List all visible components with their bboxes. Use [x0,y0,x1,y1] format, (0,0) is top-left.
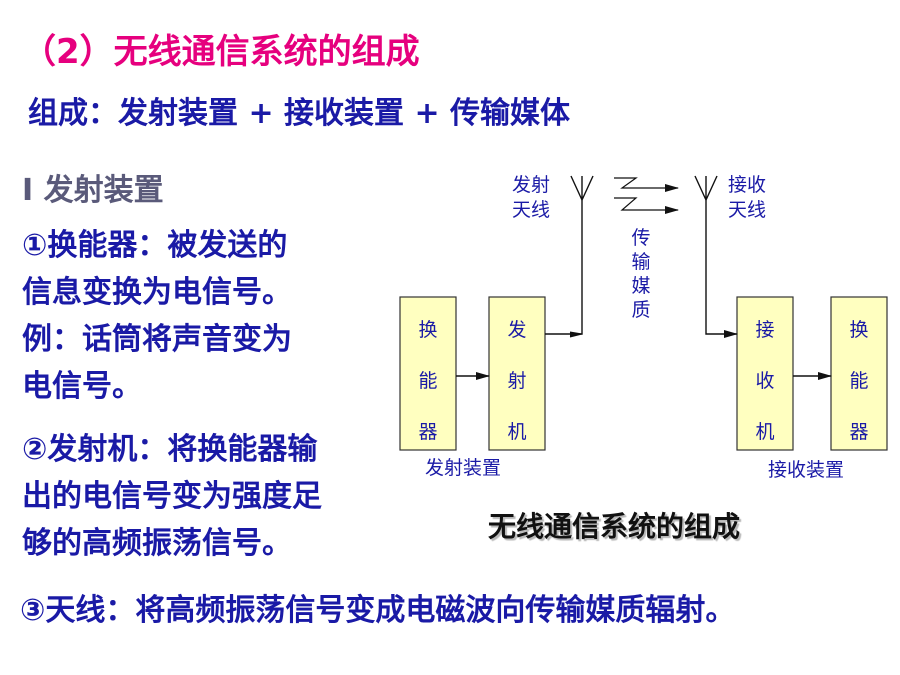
item-line: 电信号。 [22,369,142,404]
slide-title: （2）无线通信系统的组成 [22,32,420,72]
box-label: 接 [755,319,774,341]
medium-label: 传 [631,227,650,249]
box-label: 能 [418,370,437,392]
item-transmitter: ②发射机：将换能器输 出的电信号变为强度足 够的高频振荡信号。 [22,426,322,567]
item-line: ②发射机：将换能器输 [22,432,318,467]
box-label: 能 [849,370,868,392]
item-line: 出的电信号变为强度足 [22,479,322,514]
tx-antenna-label: 天线 [512,199,550,221]
rx-group-label: 接收装置 [768,459,844,481]
box-label: 机 [755,421,774,443]
rx-antenna-icon [694,175,718,201]
medium-label: 质 [631,299,650,321]
transmitter-box [488,296,546,451]
tx-antenna-feed [545,200,583,335]
box-label: 发 [507,319,526,341]
composition-line: 组成：发射装置 + 接收装置 + 传输媒体 [28,96,571,131]
rx-antenna-feed [705,200,738,338]
tx-transducer-box [399,296,457,451]
box-label: 器 [849,421,868,443]
section-heading: I 发射装置 [22,173,164,208]
box-label: 射 [507,370,526,392]
medium-label: 输 [631,251,650,273]
wave-zigzag-bottom [614,197,638,211]
box-label: 器 [418,421,437,443]
item-line: ①换能器：被发送的 [22,228,288,263]
tx-group-label: 发射装置 [425,457,501,479]
rx-antenna-label: 接收 [728,174,766,196]
tx-antenna-icon [570,175,594,201]
box-label: 机 [507,421,526,443]
rx-transducer-box [830,296,888,451]
box-label: 换 [849,319,868,341]
item-transducer: ①换能器：被发送的 信息变换为电信号。 例：话筒将声音变为 电信号。 [22,222,292,410]
tx-feed-arrowhead [569,331,583,338]
item-line: 信息变换为电信号。 [22,275,292,310]
tx-antenna-label: 发射 [512,174,550,196]
box-label: 换 [418,319,437,341]
box-label: 收 [755,370,774,392]
diagram-caption: 无线通信系统的组成 [488,510,741,543]
item-antenna: ③天线：将高频振荡信号变成电磁波向传输媒质辐射。 [20,593,736,628]
receiver-box [736,296,794,451]
item-line: 够的高频振荡信号。 [22,526,292,561]
wave-zigzag-top [614,177,638,189]
rx-antenna-label: 天线 [728,199,766,221]
medium-label: 媒 [631,275,650,297]
item-line: 例：话筒将声音变为 [22,322,292,357]
